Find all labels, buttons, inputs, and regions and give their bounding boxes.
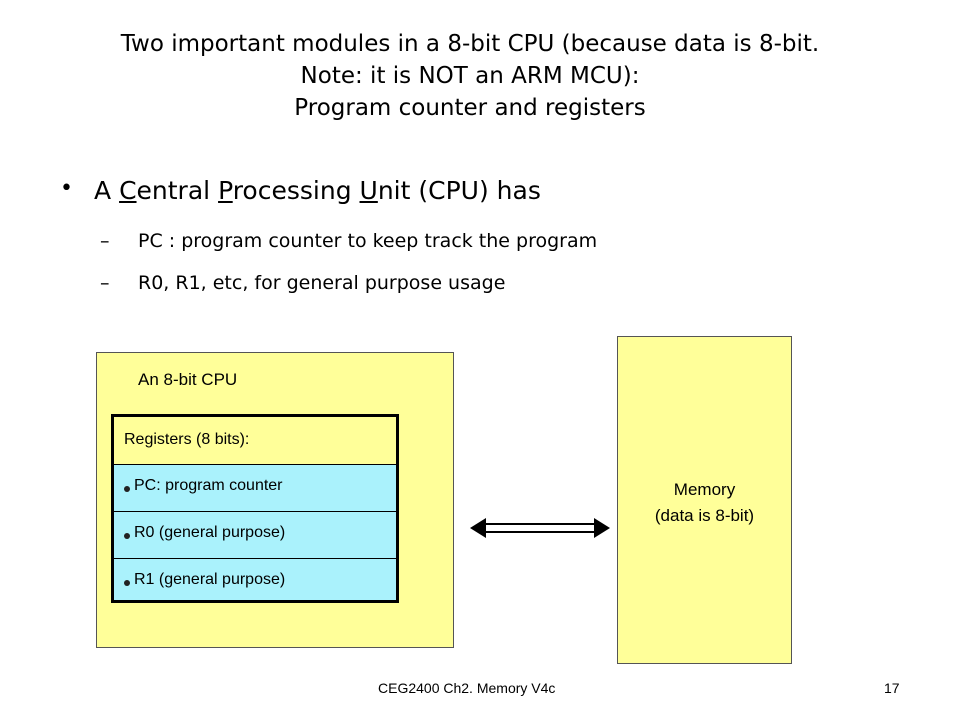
- title-line-2: Note: it is NOT an ARM MCU):: [300, 63, 640, 89]
- dash-icon: –: [100, 272, 110, 294]
- memory-box: [617, 336, 792, 664]
- bidirectional-arrow-icon: [470, 518, 610, 538]
- main-bullet-text: A Central Processing Unit (CPU) has: [94, 176, 541, 205]
- registers-header-text: Registers (8 bits):: [124, 431, 250, 448]
- dash-icon: –: [100, 230, 110, 252]
- bullet-dot-icon: [124, 533, 130, 539]
- bullet-dot-icon: [124, 486, 130, 492]
- memory-label: Memory (data is 8-bit): [617, 477, 792, 529]
- cpu-label: An 8-bit CPU: [138, 370, 238, 389]
- register-label: PC: program counter: [134, 477, 283, 494]
- title-line-3: Program counter and registers: [294, 95, 646, 121]
- bullet-dot-icon: •: [60, 176, 73, 201]
- memory-label-line-2: (data is 8-bit): [654, 506, 755, 525]
- register-row-r0: R0 (general purpose): [114, 512, 396, 559]
- registers-table: Registers (8 bits): PC: program counter …: [111, 414, 399, 603]
- sub-bullet-text: PC : program counter to keep track the p…: [138, 230, 598, 252]
- registers-header: Registers (8 bits):: [114, 417, 396, 465]
- footer-page-number: 17: [884, 680, 900, 696]
- register-row-r1: R1 (general purpose): [114, 559, 396, 600]
- slide-title: Two important modules in a 8-bit CPU (be…: [40, 28, 900, 124]
- register-label: R1 (general purpose): [134, 571, 286, 588]
- sub-bullet-text: R0, R1, etc, for general purpose usage: [138, 272, 506, 294]
- register-label: R0 (general purpose): [134, 524, 286, 541]
- title-line-1: Two important modules in a 8-bit CPU (be…: [120, 31, 820, 57]
- memory-label-line-1: Memory: [673, 480, 736, 499]
- bullet-dot-icon: [124, 580, 130, 586]
- register-row-pc: PC: program counter: [114, 465, 396, 512]
- footer-course: CEG2400 Ch2. Memory V4c: [378, 680, 556, 696]
